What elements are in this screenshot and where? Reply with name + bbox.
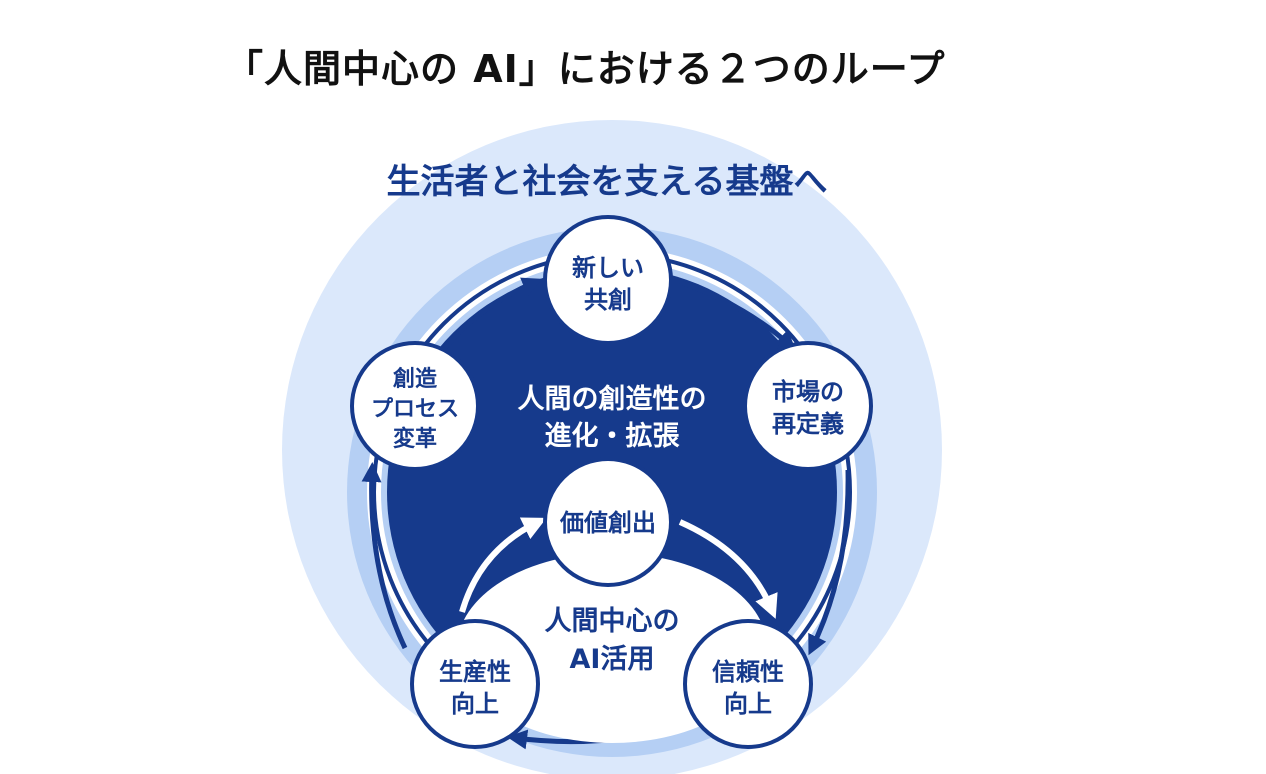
node-co-creation-line-1: 新しい xyxy=(572,254,644,282)
node-co-creation: 新しい 共創 xyxy=(543,215,673,345)
arrow-productivity-to-process xyxy=(361,462,408,650)
node-value: 価値創出 xyxy=(543,457,673,587)
node-process-line-3: 変革 xyxy=(393,426,437,452)
arrow-productivity-to-value xyxy=(459,517,547,613)
node-trust: 信頼性 向上 xyxy=(683,619,813,749)
page-title: 「人間中心の AI」における２つのループ xyxy=(225,47,946,91)
node-trust-line-2: 向上 xyxy=(724,690,772,718)
node-market: 市場の 再定義 xyxy=(743,341,873,471)
node-co-creation-line-2: 共創 xyxy=(584,286,632,314)
inner-center-line-1: 人間中心の xyxy=(545,606,680,637)
inner-center-line-2: AI活用 xyxy=(570,644,655,675)
node-value-line-1: 価値創出 xyxy=(559,509,656,537)
arrow-cocreation-to-market xyxy=(679,279,796,351)
node-productivity-line-1: 生産性 xyxy=(439,658,511,686)
node-productivity: 生産性 向上 xyxy=(410,619,540,749)
outer-center-line-1: 人間の創造性の xyxy=(518,384,707,415)
node-market-line-1: 市場の xyxy=(772,378,844,406)
arrow-value-to-trust xyxy=(678,519,778,619)
outer-caption: 生活者と社会を支える基盤へ xyxy=(387,162,828,202)
node-trust-line-1: 信頼性 xyxy=(712,658,784,686)
node-process-line-2: プロセス xyxy=(371,397,459,422)
outer-center-line-2: 進化・拡張 xyxy=(545,421,681,452)
node-market-line-2: 再定義 xyxy=(772,410,844,438)
arrow-market-to-trust xyxy=(808,469,851,656)
node-process: 創造 プロセス 変革 xyxy=(350,341,480,471)
node-productivity-line-2: 向上 xyxy=(451,690,499,718)
node-process-line-1: 創造 xyxy=(393,367,437,392)
